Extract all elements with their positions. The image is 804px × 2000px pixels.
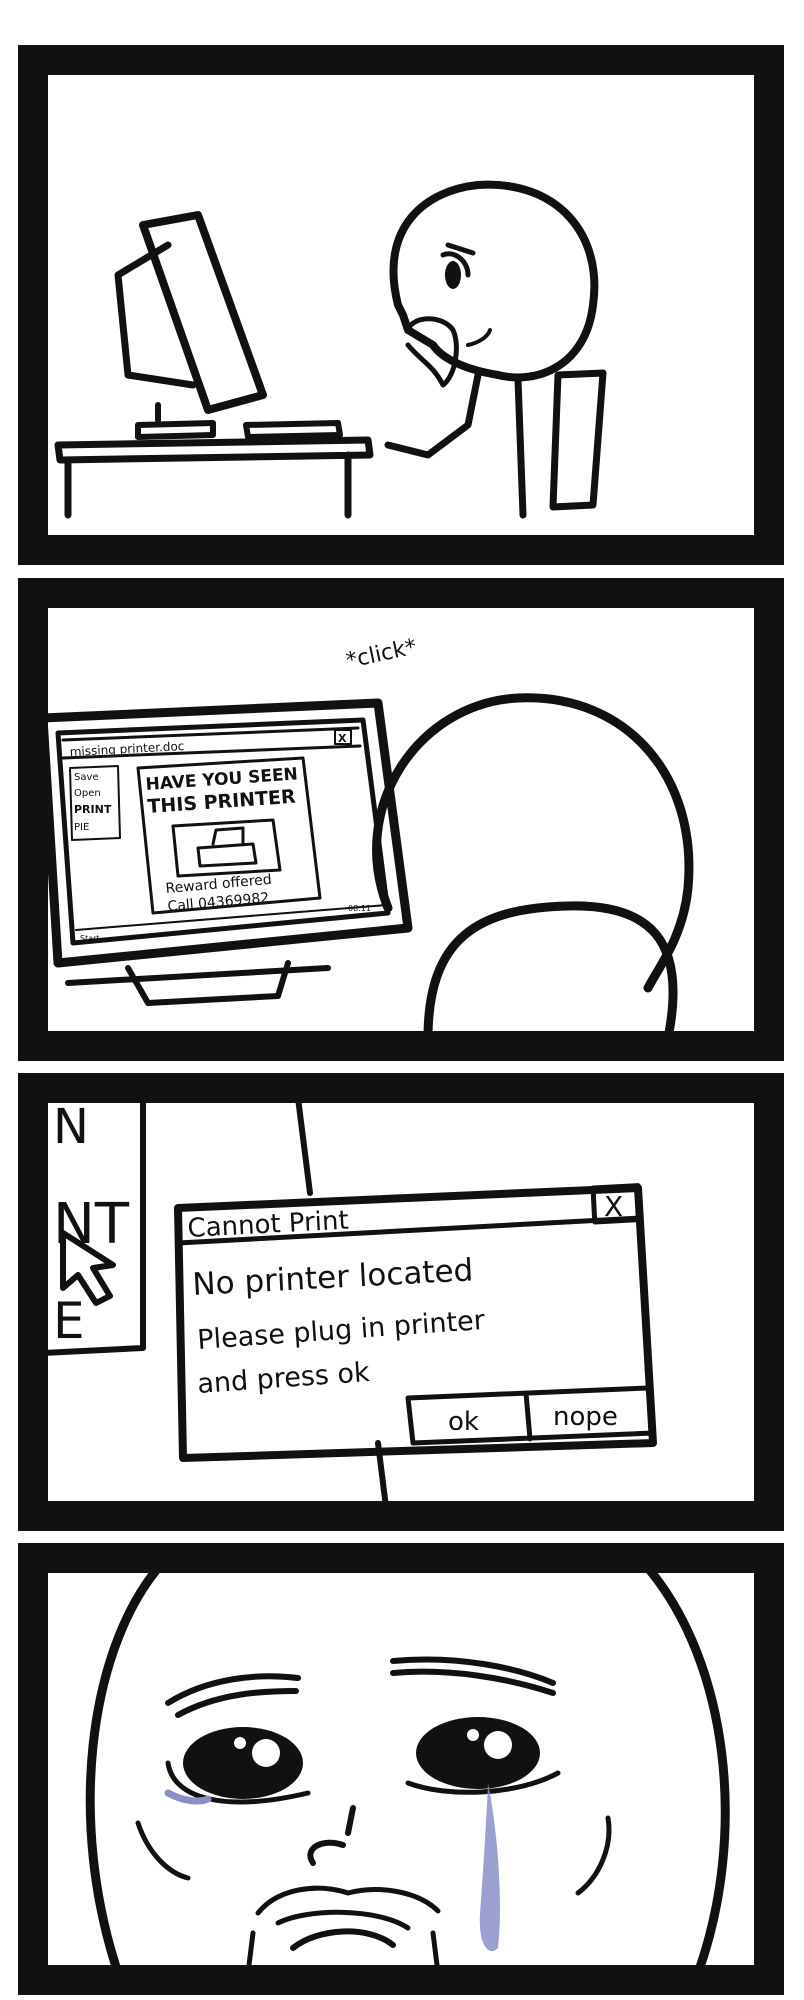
cheek-lines — [135, 1815, 612, 1896]
error-dialog — [174, 1184, 657, 1462]
body — [384, 371, 527, 519]
mouth — [290, 1928, 396, 1951]
left-eye — [183, 1727, 303, 1799]
left-tear — [164, 1789, 212, 1805]
monitor-base — [65, 960, 331, 1006]
left-eyebrow — [165, 1673, 301, 1718]
dialog-title: Cannot Print — [187, 1206, 350, 1244]
right-eye-glint — [467, 1729, 479, 1741]
dialog-message-2: Please plug in printer — [196, 1305, 486, 1356]
dialog-buttons-frame — [405, 1385, 656, 1446]
window-close-button[interactable] — [334, 729, 352, 745]
panel-3-drawing: N NT E Cannot Print X No printer located… — [48, 1103, 657, 1501]
missing-poster — [136, 756, 322, 915]
click-sfx: *click* — [344, 635, 419, 674]
window-titlebar — [61, 726, 362, 760]
dialog-titlebar — [175, 1215, 643, 1246]
menu-item-pie[interactable]: PIE — [74, 822, 89, 833]
nope-button[interactable]: nope — [553, 1402, 618, 1432]
mustache — [255, 1885, 441, 1931]
face-outline — [85, 1573, 730, 1965]
right-eyebrow — [390, 1656, 556, 1696]
dialog-close-button[interactable] — [590, 1183, 643, 1225]
comic-panel-3: N NT E Cannot Print X No printer located… — [18, 1073, 784, 1531]
side-menu — [69, 765, 121, 841]
panel-1-drawing — [54, 180, 607, 519]
keyboard — [243, 420, 343, 440]
mouse-cursor-icon — [60, 1230, 116, 1306]
comic-panel-2: *click* missing printer.doc X Save Open … — [18, 578, 784, 1061]
start-button[interactable]: Start — [80, 934, 100, 943]
panel-4-drawing — [85, 1573, 730, 1965]
mouth — [466, 328, 492, 347]
right-tear — [479, 1783, 500, 1952]
dialog-message-1: No printer located — [192, 1252, 475, 1303]
window-title: missing printer.doc — [69, 739, 184, 759]
monitor-bezel — [48, 698, 413, 968]
dialog-message-3: and press ok — [196, 1357, 371, 1400]
right-eye — [416, 1717, 540, 1789]
eyebrow — [440, 242, 476, 278]
nose — [307, 1805, 356, 1866]
monitor-stand — [135, 402, 216, 440]
panel-2-drawing: *click* missing printer.doc X Save Open … — [48, 635, 694, 1031]
right-eye-highlight — [484, 1731, 512, 1759]
menu-letter-e: E — [53, 1292, 85, 1350]
shoulder — [423, 901, 678, 1031]
head-back — [372, 693, 694, 993]
tray-clock: 08:11 — [348, 904, 371, 913]
beard — [405, 316, 459, 388]
man-head — [389, 180, 599, 382]
menu-letter-n: N — [53, 1103, 89, 1155]
ok-button[interactable]: ok — [448, 1407, 479, 1437]
printer-icon — [196, 826, 258, 868]
right-eye-lid — [405, 1770, 561, 1795]
background-menu — [48, 1103, 146, 1356]
desk — [54, 436, 374, 519]
monitor-screen — [139, 211, 267, 414]
left-eye-glint — [234, 1737, 246, 1749]
menu-item-print[interactable]: PRINT — [74, 803, 112, 816]
screen-border — [55, 717, 391, 946]
printer-photo — [171, 818, 282, 878]
monitor-side — [114, 241, 197, 389]
comic-panel-4 — [18, 1543, 784, 1995]
comic-panel-1 — [18, 45, 784, 565]
left-eye-highlight — [252, 1739, 280, 1767]
close-icon: X — [604, 1190, 623, 1223]
menu-item-save[interactable]: Save — [74, 772, 99, 783]
close-icon: X — [338, 732, 347, 745]
eye — [445, 261, 461, 289]
taskbar — [75, 904, 387, 931]
menu-item-open[interactable]: Open — [74, 788, 101, 799]
chair-back — [549, 369, 607, 511]
beard — [246, 1930, 440, 1965]
background-lines — [295, 1103, 389, 1501]
